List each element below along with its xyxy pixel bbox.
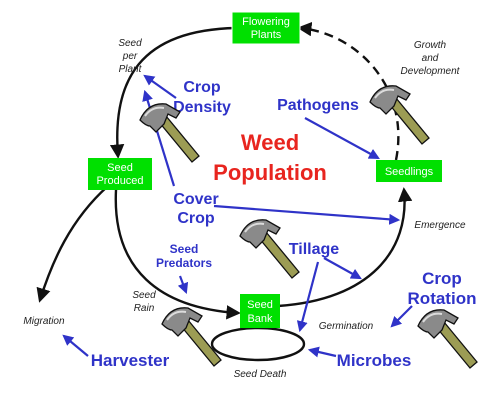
stage-flowering-plants: Flowering Plants [231, 11, 301, 45]
hammer-icon [369, 84, 430, 145]
arrow-seed-produced-to-seed-bank [114, 189, 241, 320]
hammer-icon [417, 308, 478, 369]
seed-death-loop [210, 326, 306, 362]
flowering-label-1: Flowering [242, 16, 290, 28]
crop-rotation-2: Rotation [408, 289, 477, 308]
migration-label: Migration [23, 316, 65, 327]
emergence-label: Emergence [414, 220, 466, 231]
arrow-seedlings-to-flowering [297, 21, 400, 161]
crop-density-2: Density [173, 99, 231, 116]
crop-rotation-1: Crop [422, 269, 462, 288]
seed-death-label: Seed Death [234, 369, 287, 380]
seed-bank-label-1: Seed [247, 299, 273, 311]
seed-per-plant-3: Plant [119, 64, 143, 75]
seed-per-plant-2: per [122, 51, 138, 62]
seed-predators-2: Predators [156, 256, 212, 270]
arrow-flowering-to-seed-produced [109, 26, 237, 159]
arrow-tillage-down [296, 261, 320, 333]
arrow-seed-predators [177, 275, 189, 295]
flowering-label-2: Plants [251, 29, 282, 41]
seedlings-label: Seedlings [385, 166, 434, 178]
arrow-seed-bank-to-seedlings [277, 187, 413, 308]
arrow-cover-crop-right [213, 204, 401, 225]
title-line-2: Population [213, 160, 327, 185]
arrow-microbes [307, 346, 337, 358]
growth-2: and [422, 53, 439, 64]
cover-crop-2: Crop [177, 210, 215, 227]
arrow-seed-produced-to-migration [36, 185, 109, 303]
seed-rain-1: Seed [132, 290, 156, 301]
seed-predators-1: Seed [170, 242, 199, 256]
arrow-crop-density [143, 74, 177, 99]
arrow-pathogens [304, 117, 380, 160]
seed-rain-2: Rain [134, 303, 155, 314]
stage-seed-produced: Seed Produced [88, 158, 152, 190]
arrow-crop-rotation [390, 305, 413, 328]
germination-label: Germination [319, 321, 374, 332]
harvester-label: Harvester [91, 351, 170, 370]
growth-1: Growth [414, 40, 447, 51]
hammer-icon [161, 306, 222, 367]
arrow-harvester [62, 334, 89, 357]
pathogens-label: Pathogens [277, 97, 359, 114]
arrow-tillage-right [323, 257, 362, 280]
seed-produced-label-1: Seed [107, 162, 133, 174]
stage-seedlings: Seedlings [376, 160, 442, 182]
tillage-label: Tillage [289, 241, 339, 258]
seed-bank-label-2: Bank [247, 313, 273, 325]
stage-seed-bank: Seed Bank [240, 294, 280, 328]
cover-crop-1: Cover [173, 191, 218, 208]
growth-3: Development [401, 66, 461, 77]
microbes-label: Microbes [337, 351, 412, 370]
cycle-arrows [36, 21, 413, 362]
seed-produced-label-2: Produced [96, 175, 143, 187]
crop-density-1: Crop [183, 79, 221, 96]
title-line-1: Weed [241, 130, 299, 155]
seed-per-plant-1: Seed [118, 38, 142, 49]
